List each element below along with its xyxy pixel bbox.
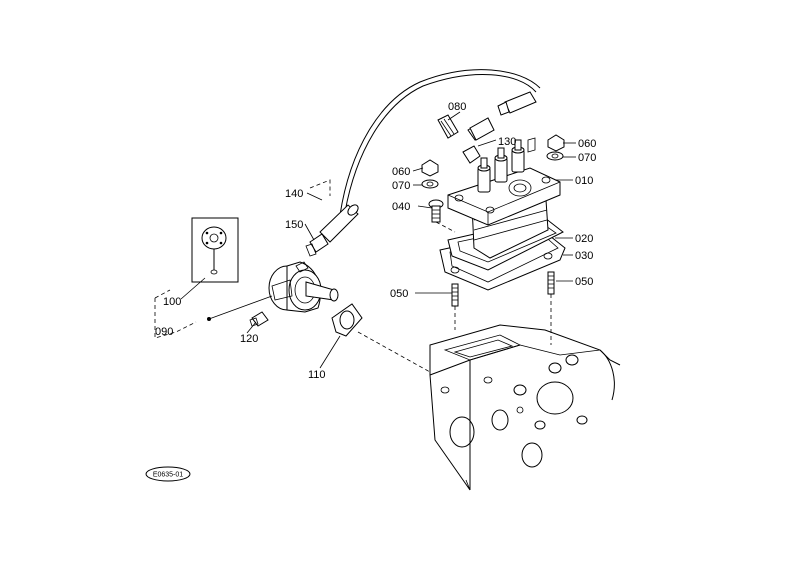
fuel-line-assembly [305, 69, 541, 257]
label-080: 080 [448, 101, 466, 113]
label-100: 100 [163, 296, 181, 308]
label-020: 020 [575, 233, 593, 245]
label-130: 130 [498, 136, 516, 148]
leader-lines [180, 111, 576, 369]
drawing-code-stamp: E0635-01 [145, 466, 191, 482]
engine-block [429, 324, 621, 491]
label-090: 090 [155, 326, 173, 338]
stamp-text: E0635-01 [153, 472, 183, 479]
part-labels: 010 020 030 040 050 050 060 060 070 070 … [155, 101, 596, 381]
label-070-left: 070 [392, 180, 410, 192]
label-040: 040 [392, 201, 410, 213]
label-060-left: 060 [392, 166, 410, 178]
label-010: 010 [575, 175, 593, 187]
label-150: 150 [285, 219, 303, 231]
label-110: 110 [308, 369, 326, 381]
label-120: 120 [240, 333, 258, 345]
label-050-right: 050 [575, 276, 593, 288]
label-030: 030 [575, 250, 593, 262]
label-060-right: 060 [578, 138, 596, 150]
label-050-left: 050 [390, 288, 408, 300]
injection-pump [421, 121, 566, 345]
drive-housing [154, 179, 431, 373]
label-140: 140 [285, 188, 303, 200]
label-070-right: 070 [578, 152, 596, 164]
